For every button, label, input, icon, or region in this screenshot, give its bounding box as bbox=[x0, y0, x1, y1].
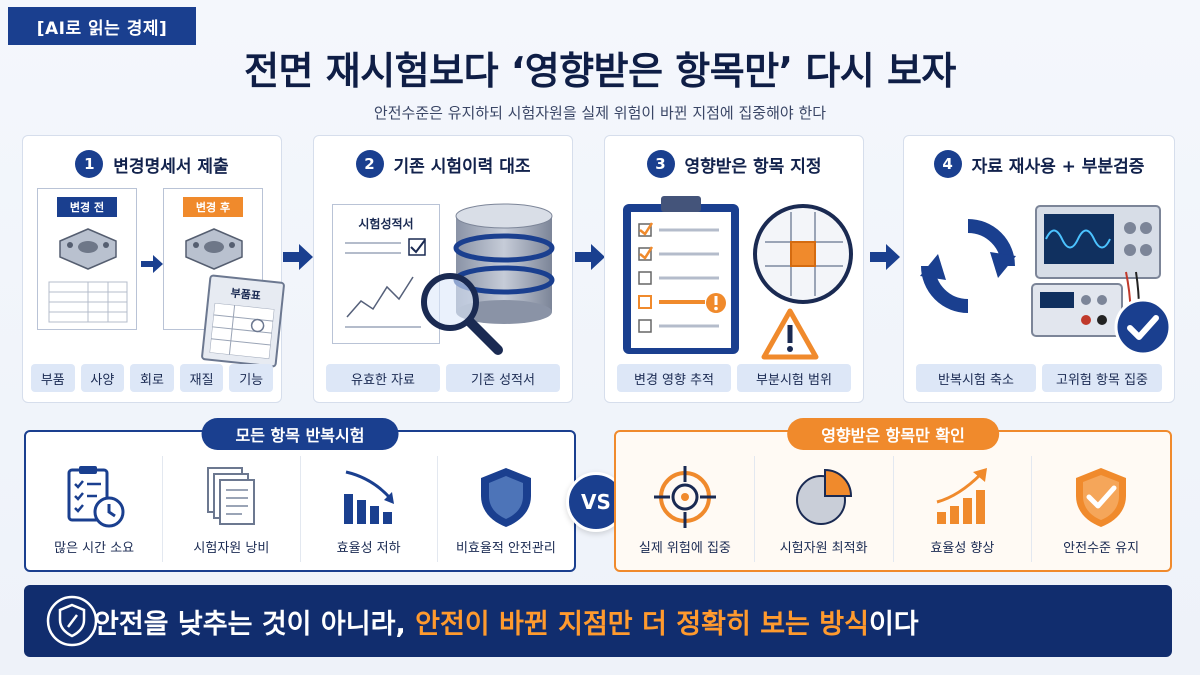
documents-icon bbox=[207, 467, 256, 525]
report-content-icon bbox=[345, 238, 426, 328]
test-report-document: 시험성적서 bbox=[332, 204, 440, 344]
check-circle-icon bbox=[1114, 298, 1172, 356]
refresh-cycle-icon bbox=[920, 219, 1016, 313]
flow-arrow-icon bbox=[575, 244, 605, 270]
compare-affected-only-panel: 영향받은 항목만 확인 실제 위험에 집중 시험자원 최적화 bbox=[614, 418, 1172, 572]
pill: 부품 bbox=[31, 364, 75, 392]
step-4-pills: 반복시험 축소 고위험 항목 집중 bbox=[916, 364, 1162, 392]
compare-item: 효율성 저하 bbox=[301, 456, 438, 562]
conclusion-highlight: 안전이 바뀐 지점만 더 정확히 보는 방식 bbox=[415, 608, 869, 640]
checklist-clipboard-icon bbox=[623, 196, 739, 354]
step-title: 기존 시험이력 대조 bbox=[393, 156, 531, 177]
shield-emblem-icon bbox=[46, 595, 98, 647]
conclusion-part1: 안전을 낮추는 것이 아니라, bbox=[94, 608, 416, 640]
compare-item: 많은 시간 소요 bbox=[26, 456, 164, 562]
checklist-clock-icon bbox=[67, 466, 125, 528]
compare-item: 비효율적 안전관리 bbox=[438, 456, 574, 562]
pill: 회로 bbox=[130, 364, 174, 392]
step-3-card: 3 영향받은 항목 지정 변경 영향 추적 부분시험 범위 bbox=[604, 135, 864, 403]
pill: 기존 성적서 bbox=[446, 364, 560, 392]
compare-item: 안전수준 유지 bbox=[1032, 456, 1170, 562]
shield-icon bbox=[480, 468, 531, 527]
compare-item-text: 시험자원 낭비 bbox=[193, 541, 270, 556]
compare-item-text: 많은 시간 소요 bbox=[54, 541, 135, 556]
shield-check-icon bbox=[1076, 468, 1127, 527]
compare-item-text: 비효율적 안전관리 bbox=[455, 541, 556, 556]
pill: 사양 bbox=[80, 364, 125, 392]
declining-bars-icon bbox=[343, 470, 394, 524]
step-1-pills: 부품 사양 회로 재질 기능 bbox=[31, 364, 273, 392]
page-title: 전면 재시험보다 ‘영향받은 항목만’ 다시 보자 bbox=[244, 49, 956, 93]
magnifier-icon bbox=[421, 273, 503, 355]
compare-item-text: 효율성 저하 bbox=[336, 541, 401, 556]
step-2-card: 2 기존 시험이력 대조 시험성적서 유효한 자료 bbox=[313, 135, 573, 403]
pill: 부분시험 범위 bbox=[737, 364, 851, 392]
rising-bars-icon bbox=[936, 468, 988, 524]
compare-item-text: 실제 위험에 집중 bbox=[638, 541, 731, 556]
step-number: 2 bbox=[355, 150, 384, 178]
flow-arrow-icon bbox=[870, 244, 900, 270]
step-3-pills: 변경 영향 추적 부분시험 범위 bbox=[617, 364, 851, 392]
step-title: 영향받은 항목 지정 bbox=[684, 156, 822, 177]
parts-sheet-clipboard: 부품표 bbox=[200, 274, 286, 368]
pie-chart-icon bbox=[795, 468, 852, 525]
report-label: 시험성적서 bbox=[358, 217, 414, 231]
parts-sheet-label: 부품표 bbox=[229, 286, 262, 303]
test-equipment-icon bbox=[1031, 205, 1161, 343]
step-4-card: 4 자료 재사용 + 부분검증 반복시험 축소 고위험 항목 집중 bbox=[903, 135, 1175, 403]
arrow-right-icon bbox=[141, 255, 163, 273]
compare-item-text: 안전수준 유지 bbox=[1063, 541, 1140, 556]
compare-item-text: 시험자원 최적화 bbox=[779, 541, 868, 556]
step-title: 변경명세서 제출 bbox=[113, 156, 229, 177]
mechanical-part-icon bbox=[59, 228, 117, 270]
page-subtitle: 안전수준은 유지하되 시험자원을 실제 위험이 바뀐 지점에 집중해야 한다 bbox=[373, 104, 827, 122]
conclusion-banner: 안전을 낮추는 것이 아니라, 안전이 바뀐 지점만 더 정확히 보는 방식이다 bbox=[24, 585, 1172, 657]
pill: 기능 bbox=[229, 364, 273, 392]
step-title: 자료 재사용 + 부분검증 bbox=[971, 156, 1145, 177]
compare-right-label: 영향받은 항목만 확인 bbox=[787, 418, 999, 450]
step-1-card: 1 변경명세서 제출 변경 전 변경 후 bbox=[22, 135, 286, 403]
flow-arrow-icon bbox=[283, 244, 313, 270]
table-lines-icon bbox=[48, 281, 128, 323]
before-document: 변경 전 bbox=[37, 188, 137, 330]
circuit-zoom-icon bbox=[753, 204, 853, 304]
conclusion-part3: 이다 bbox=[868, 608, 919, 640]
pill: 반복시험 축소 bbox=[916, 364, 1036, 392]
series-tag: [AI로 읽는 경제] bbox=[8, 7, 196, 45]
pill: 유효한 자료 bbox=[326, 364, 440, 392]
step-2-pills: 유효한 자료 기존 성적서 bbox=[326, 364, 560, 392]
compare-left-label: 모든 항목 반복시험 bbox=[201, 418, 399, 450]
pill: 변경 영향 추적 bbox=[617, 364, 731, 392]
warning-badge-icon bbox=[706, 293, 726, 313]
target-icon bbox=[653, 466, 716, 528]
step-number: 4 bbox=[933, 150, 962, 178]
after-label: 변경 후 bbox=[183, 197, 243, 217]
compare-item: 시험자원 최적화 bbox=[755, 456, 894, 562]
compare-full-retest-panel: 모든 항목 반복시험 많은 시간 소요 bbox=[24, 418, 576, 572]
alert-triangle-icon bbox=[761, 308, 819, 360]
step-number: 1 bbox=[75, 150, 104, 178]
before-label: 변경 전 bbox=[57, 197, 117, 217]
pill: 고위험 항목 집중 bbox=[1042, 364, 1162, 392]
compare-item: 시험자원 낭비 bbox=[163, 456, 301, 562]
compare-item-text: 효율성 향상 bbox=[930, 541, 995, 556]
conclusion-text: 안전을 낮추는 것이 아니라, 안전이 바뀐 지점만 더 정확히 보는 방식이다 bbox=[94, 602, 919, 641]
step-number: 3 bbox=[646, 150, 675, 178]
sheet-grid-icon bbox=[209, 302, 275, 359]
mechanical-part-icon bbox=[185, 228, 243, 270]
pill: 재질 bbox=[179, 364, 224, 392]
compare-item: 효율성 향상 bbox=[894, 456, 1033, 562]
compare-item: 실제 위험에 집중 bbox=[616, 456, 755, 562]
